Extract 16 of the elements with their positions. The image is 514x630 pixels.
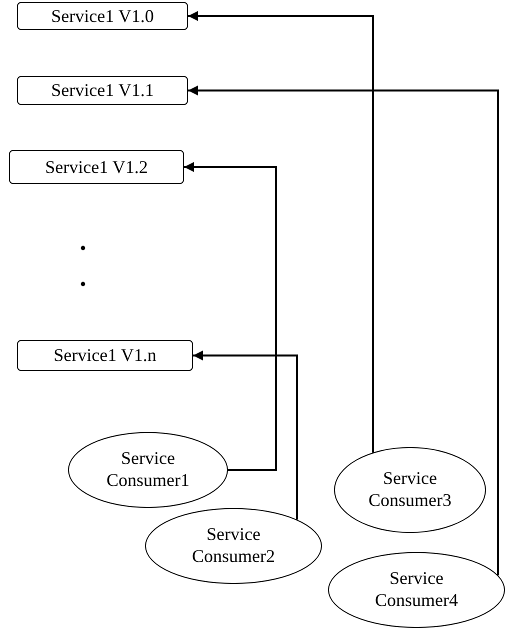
node-label: Service1 V1.n <box>54 345 156 366</box>
node-label: Service Consumer4 <box>375 568 458 612</box>
arrow <box>193 350 298 520</box>
node-label: Service Consumer3 <box>368 468 452 512</box>
arrow <box>188 86 499 576</box>
node-label: Service1 V1.1 <box>51 80 154 101</box>
service-box <box>17 2 188 30</box>
node-label: Service1 V1.0 <box>51 6 154 26</box>
node-label: Service1 V1.2 <box>45 156 148 178</box>
node-label: Service Consumer1 <box>106 448 190 492</box>
arrow <box>188 11 374 452</box>
service-box <box>9 150 184 184</box>
arrow <box>184 162 277 471</box>
service-box <box>17 76 188 105</box>
service-box <box>17 340 193 371</box>
node-label: Service Consumer2 <box>192 524 275 568</box>
